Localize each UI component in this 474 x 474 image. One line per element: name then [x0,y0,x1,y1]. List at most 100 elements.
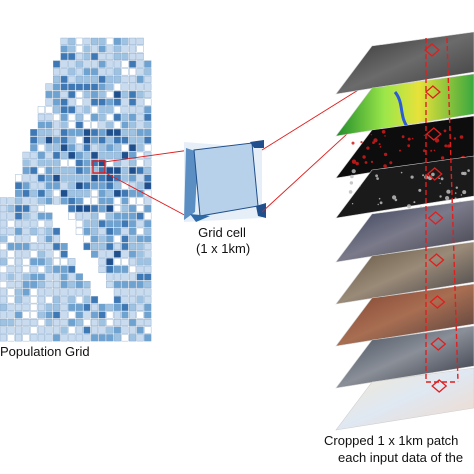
grid-cell [45,212,53,220]
grid-cell [53,189,61,197]
grid-cell [106,326,114,334]
grid-cell [121,151,129,159]
grid-cell [0,258,7,266]
grid-cell [91,303,99,311]
grid-cell [37,121,45,129]
grid-cell [68,91,76,99]
grid-cell [106,334,114,342]
grid-cell [113,136,121,144]
grid-cell [30,220,38,228]
grid-cell [60,129,68,137]
grid-cell [91,98,99,106]
grid-cell [91,106,99,114]
grid-cell [98,136,106,144]
grid-cell [53,227,61,235]
grid-cell [98,205,106,213]
grid-cell [7,288,15,296]
grid-cell [7,197,15,205]
grid-cell [136,205,144,213]
grid-cell [144,303,152,311]
grid-cell [121,129,129,137]
grid-cell [121,250,129,258]
grid-cell [30,326,38,334]
grid-cell [37,227,45,235]
grid-cell [144,159,152,167]
grid-cell [106,83,114,91]
grid-cell [60,45,68,53]
grid-cell [75,68,83,76]
grid-cell [15,174,23,182]
grid-cell [113,212,121,220]
patch-layer-grey-terrain [335,31,474,95]
grid-cell [45,235,53,243]
grid-cell [136,273,144,281]
grid-cell [136,258,144,266]
grid-cell [83,311,91,319]
grid-cell [37,220,45,228]
grid-cell [68,136,76,144]
grid-cell [113,167,121,175]
grid-cell [68,326,76,334]
grid-cell [144,174,152,182]
grid-cell [129,250,137,258]
grid-cell [83,106,91,114]
grid-cell [30,205,38,213]
grid-cell [22,326,30,334]
grid-cell [121,243,129,251]
grid-cell [113,91,121,99]
grid-cell [98,189,106,197]
grid-cell [60,182,68,190]
grid-cell [45,243,53,251]
grid-cell [45,106,53,114]
grid-cell [22,227,30,235]
grid-cell [136,243,144,251]
grid-cell [15,189,23,197]
grid-cell [91,319,99,327]
grid-cell [60,250,68,258]
grid-cell [75,37,83,45]
grid-cell [83,113,91,121]
grid-cell [129,174,137,182]
grid-cell [75,281,83,289]
grid-cell [113,121,121,129]
grid-cell [113,227,121,235]
grid-cell [37,129,45,137]
grid-cell [37,288,45,296]
patch-marker [425,127,442,141]
grid-cell [91,296,99,304]
grid-cell [106,113,114,121]
grid-cell [22,319,30,327]
grid-cell [91,311,99,319]
grid-cell [144,68,152,76]
grid-cell [68,205,76,213]
grid-cell [15,212,23,220]
grid-cell [37,296,45,304]
grid-cell [98,220,106,228]
grid-cell [121,311,129,319]
grid-cell [98,243,106,251]
grid-cell [7,265,15,273]
grid-cell [91,136,99,144]
grid-cell [144,258,152,266]
grid-cell [129,212,137,220]
grid-cell [45,296,53,304]
grid-cell [129,319,137,327]
grid-cell [7,326,15,334]
grid-cell [136,197,144,205]
grid-cell [136,288,144,296]
grid-cell [22,151,30,159]
patch-layer-satellite-rgb-1 [335,199,474,263]
grid-cell [144,243,152,251]
patch-marker [427,211,444,225]
grid-cell [75,45,83,53]
grid-cell [83,319,91,327]
grid-cell [37,167,45,175]
grid-cell [106,68,114,76]
grid-cell [68,174,76,182]
grid-cell [106,159,114,167]
grid-cell [136,167,144,175]
grid-cell [30,273,38,281]
grid-cell [68,296,76,304]
grid-cell [98,258,106,266]
grid-cell [98,106,106,114]
